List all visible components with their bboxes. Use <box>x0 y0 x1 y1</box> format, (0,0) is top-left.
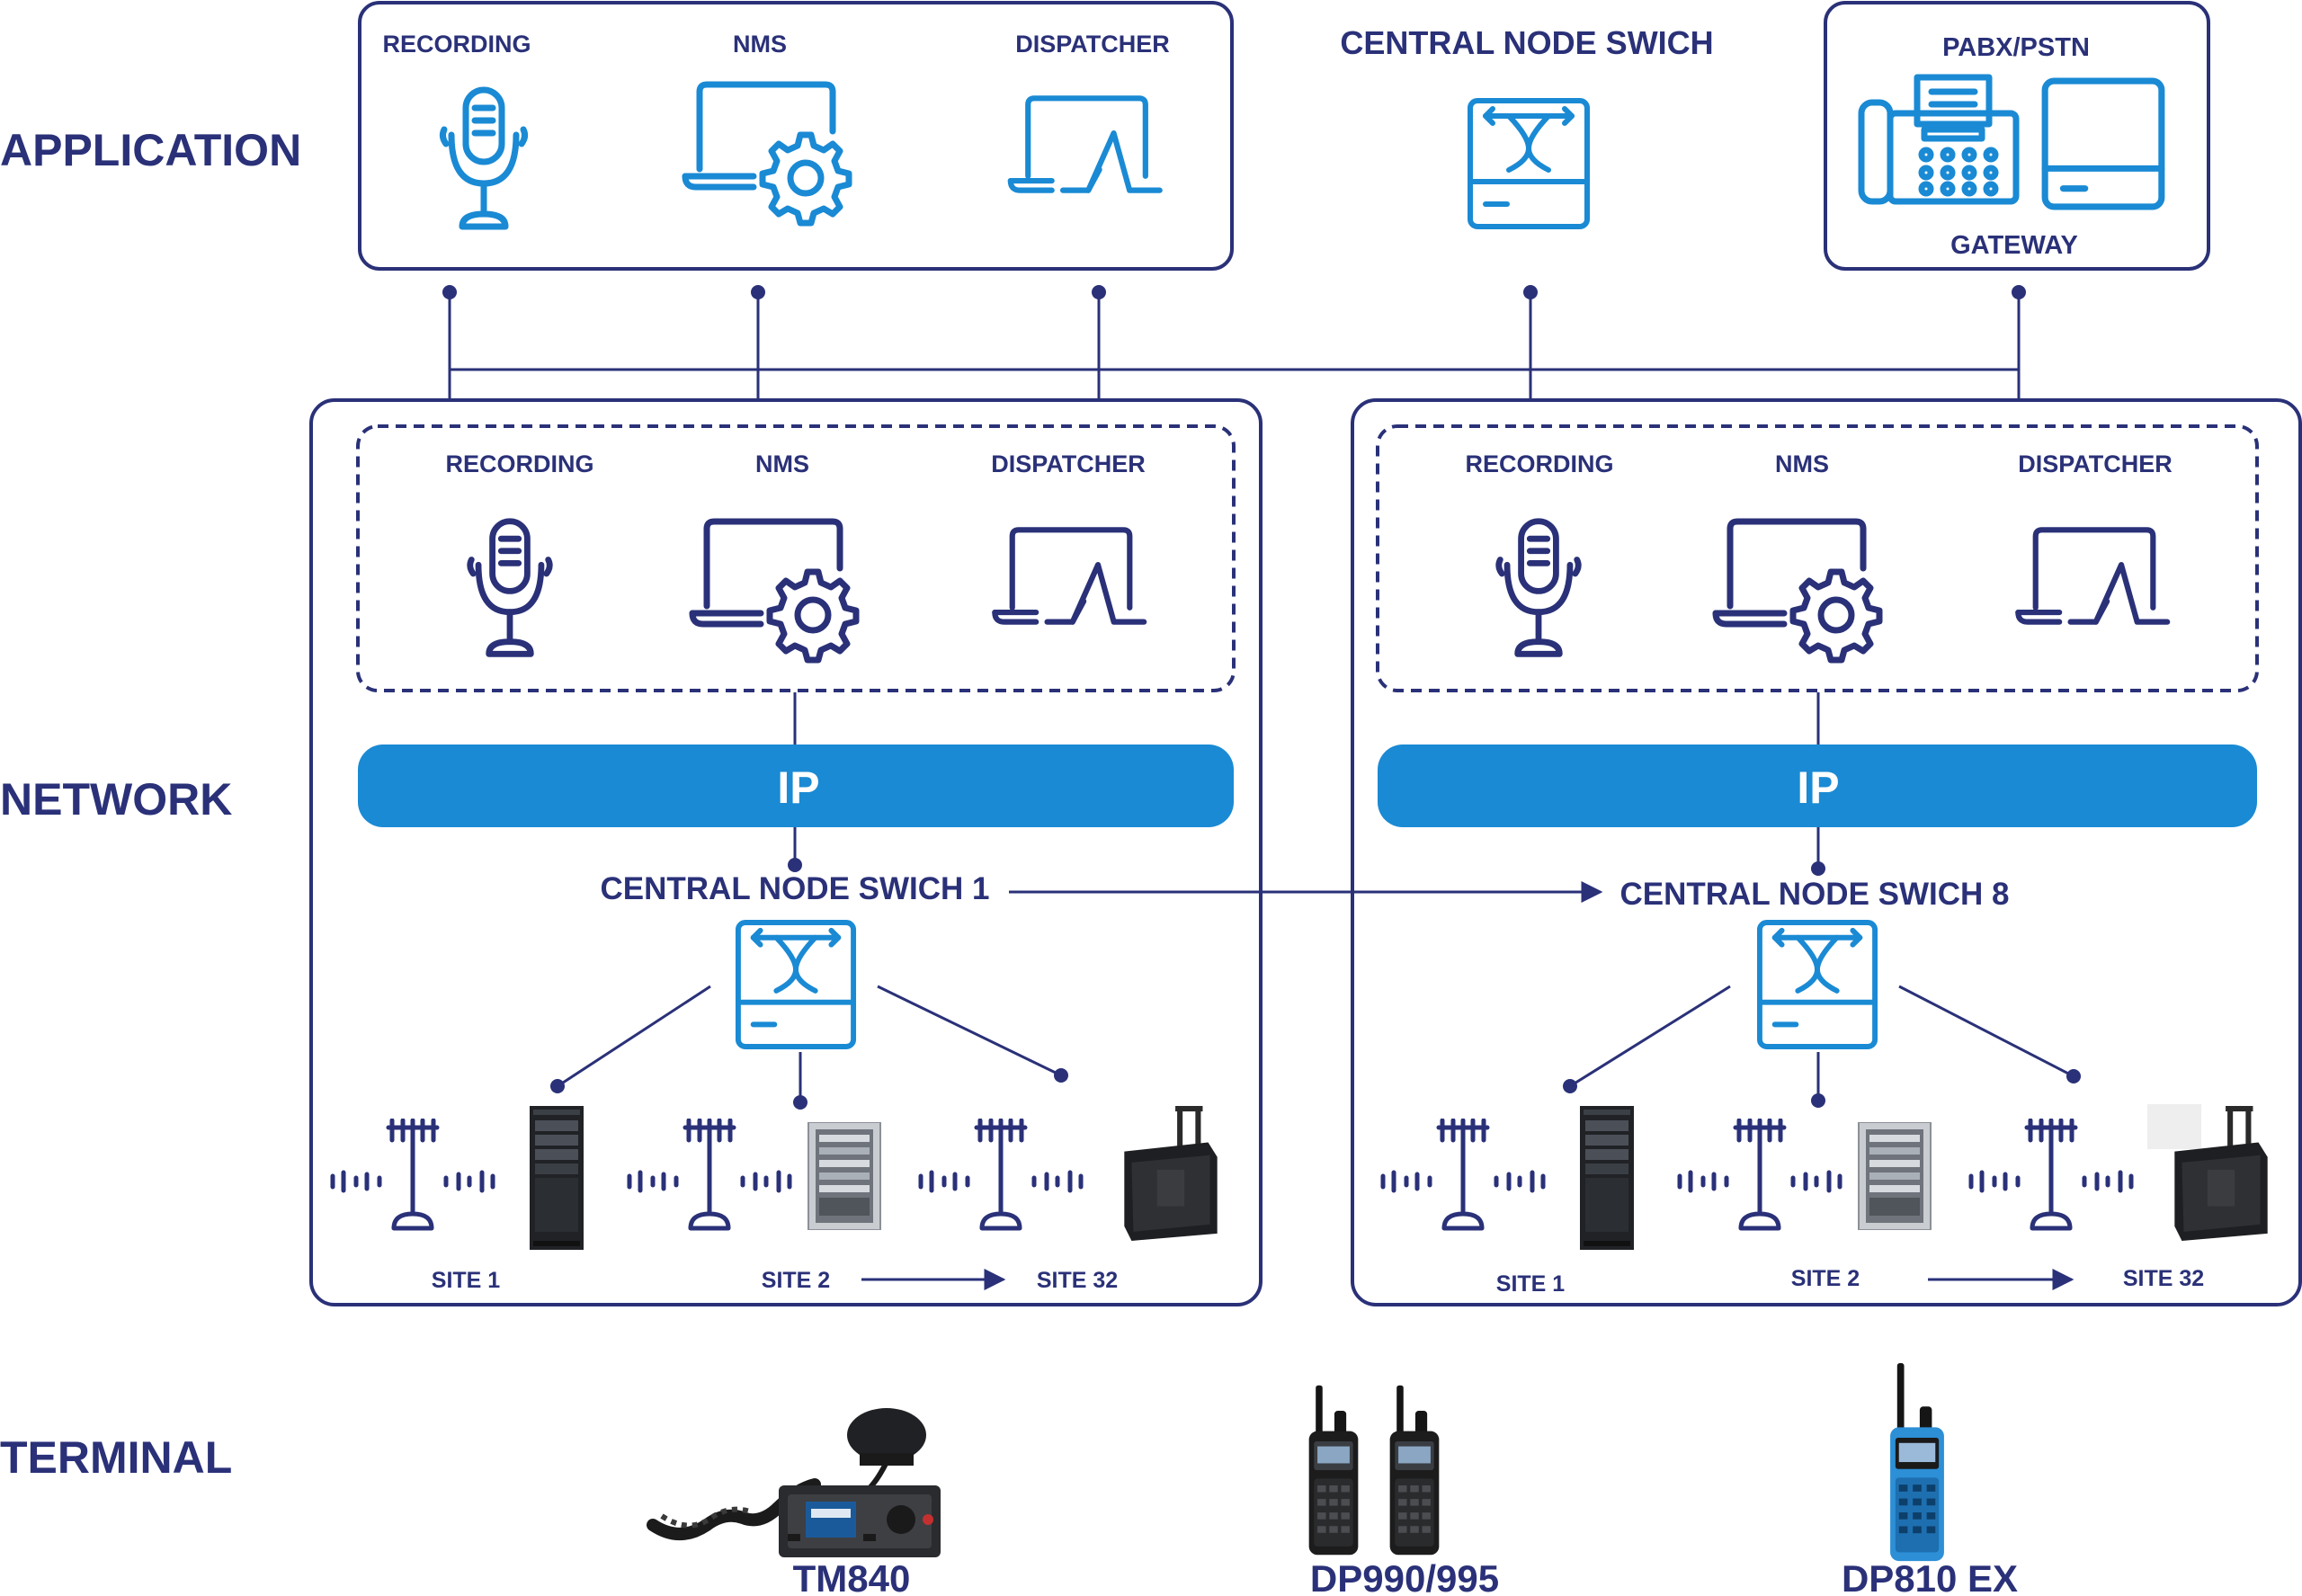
ip-bar-right <box>1378 745 2257 827</box>
terminal-dp990-label: DP990/995 <box>1310 1557 1499 1596</box>
laptop-signal-icon <box>2018 530 2167 621</box>
app-pabx-label: PABX/PSTN <box>1942 33 2090 62</box>
antenna-icon <box>333 1120 493 1228</box>
app-dispatcher-label: DISPATCHER <box>1015 31 1170 58</box>
left-recording-label: RECORDING <box>445 450 593 477</box>
antenna-icon <box>921 1120 1081 1228</box>
left-site-1-label: SITE 1 <box>432 1268 501 1293</box>
switch-1-label: CENTRAL NODE SWICH 1 <box>601 871 990 906</box>
microphone-icon <box>442 90 524 227</box>
left-dispatcher-label: DISPATCHER <box>991 450 1146 477</box>
gateway-icon <box>2045 81 2162 207</box>
fax-icon <box>1861 77 2016 201</box>
right-site-2-label: SITE 2 <box>1791 1266 1860 1291</box>
server-rack-icon <box>530 1106 584 1250</box>
app-recording-label: RECORDING <box>382 31 531 58</box>
laptop-gear-icon <box>692 522 856 660</box>
laptop-signal-icon <box>995 530 1144 621</box>
application-services-box <box>358 1 1234 271</box>
handheld-radio-icon <box>1389 1385 1440 1556</box>
network-panel-left <box>309 398 1263 1306</box>
server-rack-icon <box>1580 1106 1634 1250</box>
layer-label-terminal: TERMINAL <box>0 1432 232 1483</box>
server-cabinet-icon <box>1858 1122 1932 1230</box>
antenna-icon <box>1383 1120 1543 1228</box>
handheld-radio-icon <box>1308 1385 1359 1556</box>
laptop-gear-icon <box>685 85 849 223</box>
ip-label-right: IP <box>1797 762 1839 813</box>
right-nms-label: NMS <box>1775 450 1829 477</box>
handheld-radio-blue-icon <box>1890 1363 1944 1562</box>
ip-label-left: IP <box>777 762 819 813</box>
services-box-right <box>1376 424 2259 692</box>
layer-label-application: APPLICATION <box>0 125 301 175</box>
pabx-box <box>1824 1 2210 271</box>
antenna-icon <box>1680 1120 1840 1228</box>
app-gateway-label: GATEWAY <box>1950 231 2078 260</box>
terminal-tm840-label: TM840 <box>793 1557 911 1596</box>
right-site-32-label: SITE 32 <box>2123 1266 2204 1291</box>
services-box-left <box>356 424 1236 692</box>
right-recording-label: RECORDING <box>1465 450 1613 477</box>
application-bus <box>448 292 2021 400</box>
microphone-icon <box>470 522 550 655</box>
switch-icon <box>738 923 853 1047</box>
portable-station-icon <box>1124 1106 1218 1241</box>
antenna-icon <box>1971 1120 2131 1228</box>
network-panel-right <box>1351 398 2302 1306</box>
right-site-1-label: SITE 1 <box>1496 1271 1566 1297</box>
switch-icon <box>1760 923 1875 1047</box>
right-dispatcher-label: DISPATCHER <box>2018 450 2173 477</box>
microphone-icon <box>1499 522 1579 655</box>
antenna-icon <box>629 1120 790 1228</box>
app-central-node-label: CENTRAL NODE SWICH <box>1340 24 1713 61</box>
laptop-signal-icon <box>1011 98 1160 190</box>
terminal-dp810-label: DP810 EX <box>1842 1557 2018 1596</box>
laptop-gear-icon <box>1716 522 1879 660</box>
left-site-2-label: SITE 2 <box>762 1268 830 1293</box>
app-nms-label: NMS <box>733 31 787 58</box>
ip-bar-left <box>358 745 1234 827</box>
left-nms-label: NMS <box>755 450 809 477</box>
layer-label-network: NETWORK <box>0 774 232 825</box>
bus-connector-dots <box>442 285 2026 299</box>
left-site-32-label: SITE 32 <box>1037 1268 1118 1293</box>
switch-icon <box>1470 101 1587 227</box>
mobile-radio-icon <box>653 1408 941 1557</box>
switch-8-label: CENTRAL NODE SWICH 8 <box>1620 877 2010 912</box>
server-cabinet-icon <box>807 1122 881 1230</box>
